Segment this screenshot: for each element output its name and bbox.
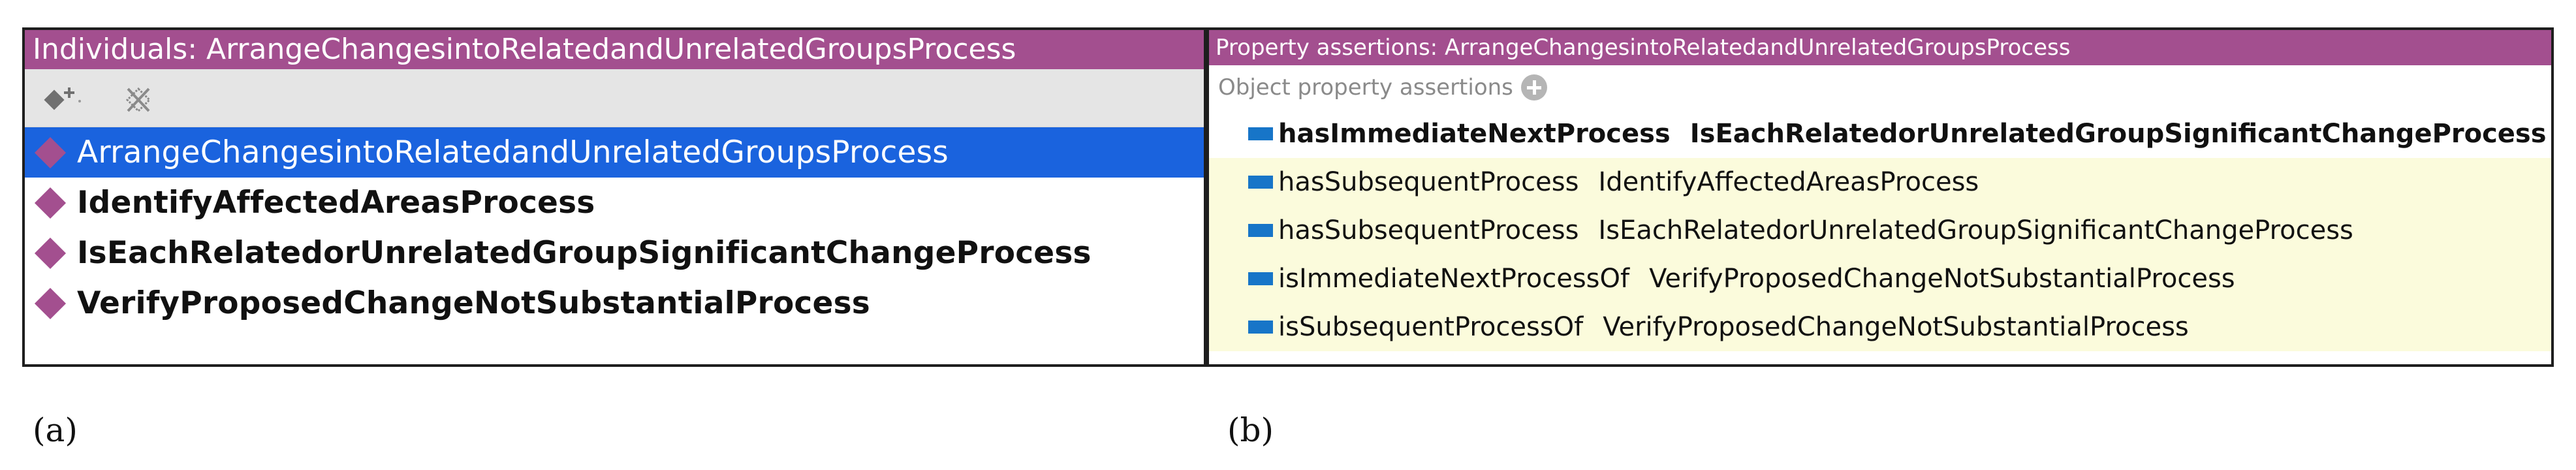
property-assertion-row[interactable]: isImmediateNextProcessOf VerifyProposedC… [1209, 255, 2551, 303]
assertion-value: IsEachRelatedorUnrelatedGroupSignificant… [1598, 215, 2353, 245]
assertion-value: IdentifyAffectedAreasProcess [1598, 167, 1979, 197]
property-assertions-panel: Property assertions: ArrangeChangesintoR… [1206, 27, 2554, 367]
add-individual-icon[interactable] [38, 84, 90, 116]
add-assertion-icon[interactable] [1520, 74, 1547, 101]
assertion-value: VerifyProposedChangeNotSubstantialProces… [1649, 264, 2235, 294]
assertion-value: IsEachRelatedorUnrelatedGroupSignificant… [1689, 119, 2547, 149]
delete-individual-icon[interactable] [118, 84, 170, 116]
caption-a: (a) [33, 411, 78, 449]
individual-diamond-icon [34, 287, 67, 319]
individual-label: IsEachRelatedorUnrelatedGroupSignificant… [77, 235, 1092, 271]
assertion-property: isImmediateNextProcessOf [1278, 264, 1630, 294]
property-assertion-row[interactable]: hasSubsequentProcess IsEachRelatedorUnre… [1209, 206, 2551, 255]
individual-diamond-icon [34, 136, 67, 168]
individual-item[interactable]: ArrangeChangesintoRelatedandUnrelatedGro… [25, 127, 1204, 178]
object-property-icon [1248, 321, 1273, 334]
property-assertion-row[interactable]: hasSubsequentProcess IdentifyAffectedAre… [1209, 158, 2551, 206]
individual-item[interactable]: IsEachRelatedorUnrelatedGroupSignificant… [25, 228, 1204, 278]
object-property-icon [1248, 224, 1273, 237]
object-property-icon [1248, 176, 1273, 189]
individual-item[interactable]: VerifyProposedChangeNotSubstantialProces… [25, 278, 1204, 328]
object-property-section-label: Object property assertions [1218, 74, 1513, 101]
assertion-property: hasImmediateNextProcess [1278, 119, 1671, 149]
individual-diamond-icon [34, 237, 67, 269]
individual-diamond-icon [34, 187, 67, 219]
individuals-panel-title: Individuals: ArrangeChangesintoRelatedan… [25, 30, 1204, 69]
assertion-property: hasSubsequentProcess [1278, 215, 1579, 245]
property-assertion-row[interactable]: hasImmediateNextProcess IsEachRelatedorU… [1209, 110, 2551, 158]
individual-item[interactable]: IdentifyAffectedAreasProcess [25, 178, 1204, 228]
object-property-icon [1248, 127, 1273, 140]
caption-b: (b) [1227, 411, 1274, 449]
individual-label: VerifyProposedChangeNotSubstantialProces… [77, 285, 870, 321]
assertion-property: hasSubsequentProcess [1278, 167, 1579, 197]
assertion-value: VerifyProposedChangeNotSubstantialProces… [1603, 312, 2189, 342]
individual-label: ArrangeChangesintoRelatedandUnrelatedGro… [77, 134, 949, 170]
individuals-toolbar [25, 69, 1204, 127]
object-property-section-header: Object property assertions [1209, 65, 2551, 110]
property-assertions-title: Property assertions: ArrangeChangesintoR… [1209, 30, 2551, 65]
property-assertion-row[interactable]: isSubsequentProcessOf VerifyProposedChan… [1209, 303, 2551, 351]
individuals-panel: Individuals: ArrangeChangesintoRelatedan… [22, 27, 1206, 367]
individual-label: IdentifyAffectedAreasProcess [77, 185, 595, 221]
individuals-list: ArrangeChangesintoRelatedandUnrelatedGro… [25, 127, 1204, 328]
assertion-property: isSubsequentProcessOf [1278, 312, 1584, 342]
object-property-icon [1248, 272, 1273, 285]
property-assertions-list: hasImmediateNextProcess IsEachRelatedorU… [1209, 110, 2551, 351]
